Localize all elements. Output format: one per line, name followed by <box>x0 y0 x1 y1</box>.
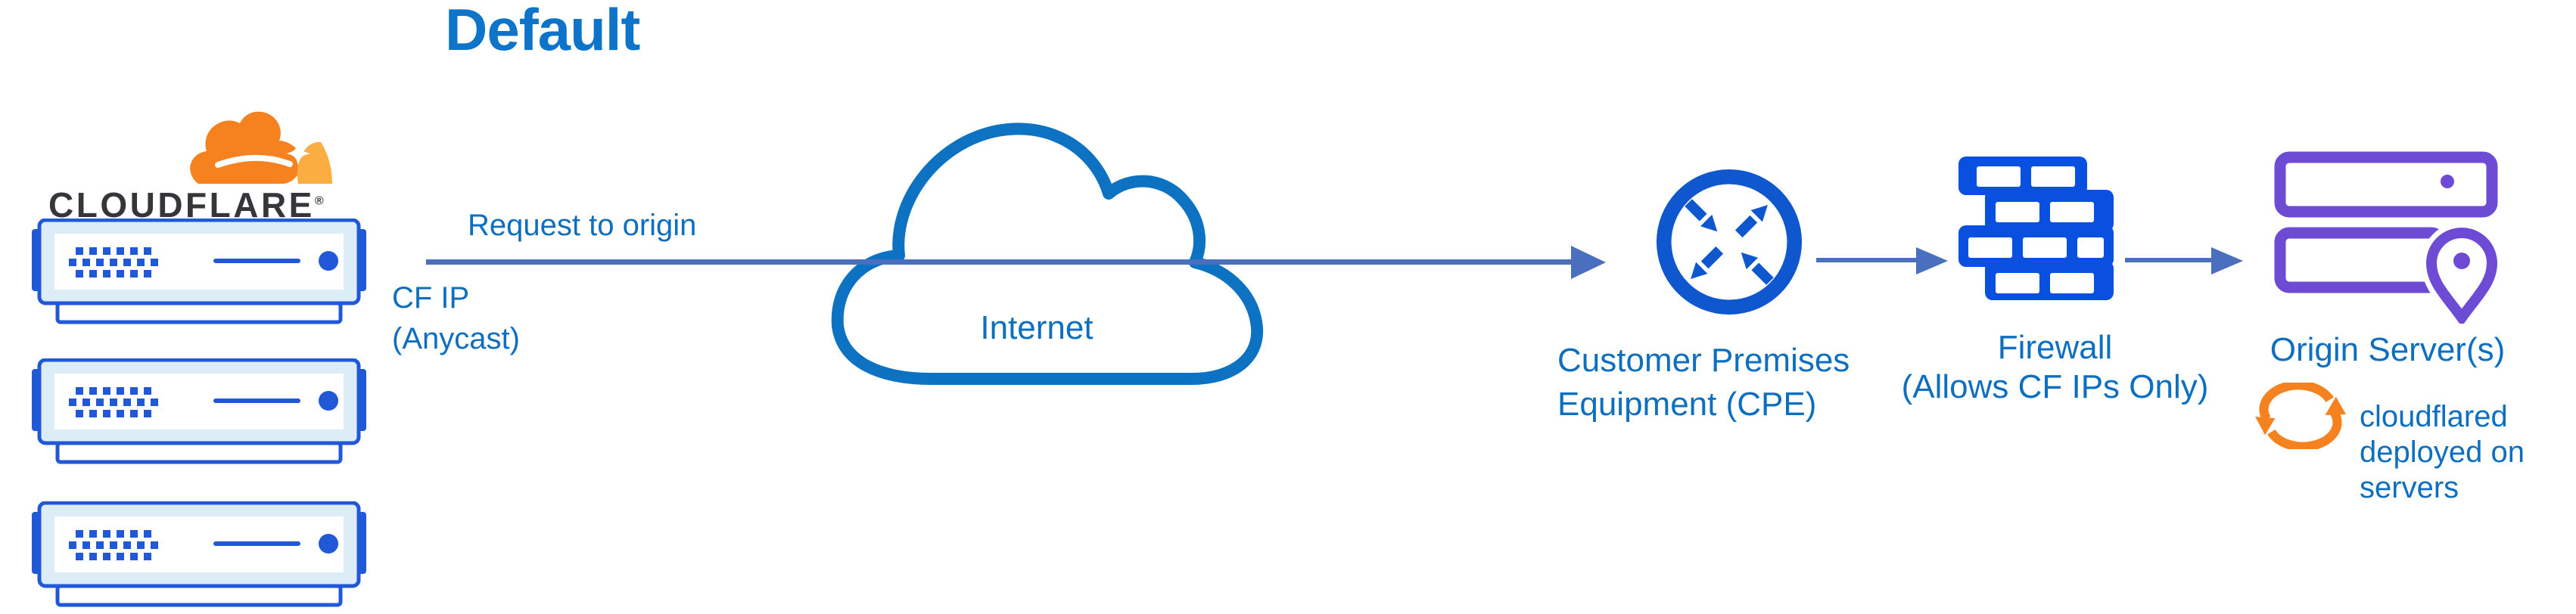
sync-left-arrowhead <box>2255 417 2276 436</box>
sync-right-arrowhead <box>2325 396 2346 415</box>
arrow-right-icon-main <box>1571 246 1606 279</box>
edge-server-icon-2 <box>32 358 366 464</box>
firewall-label-line1: Firewall <box>1997 329 2113 366</box>
cloudflared-note-line3: servers <box>2360 471 2459 504</box>
server-slot-line <box>213 259 300 263</box>
internet-label: Internet <box>980 309 1094 346</box>
origin-label: Origin Server(s) <box>2270 331 2506 368</box>
location-pin-icon <box>2425 228 2498 324</box>
cpe-label-line1: Customer Premises <box>1557 342 1850 379</box>
cloudflare-wordmark-text: CLOUDFLARE <box>48 185 315 225</box>
cloudflare-logo-dark-cloud <box>190 111 302 184</box>
firewall-to-origin-line <box>2125 258 2213 262</box>
origin-server-top <box>2274 151 2498 218</box>
server-led <box>319 251 338 271</box>
server-vent-dots <box>69 247 158 278</box>
cloudflared-note-line2: deployed on <box>2360 436 2525 469</box>
server-foot <box>55 301 343 324</box>
sync-arrows-icon <box>2255 383 2346 449</box>
cloudflare-logo-icon <box>190 111 332 184</box>
request-flow-line <box>426 259 1573 265</box>
registered-mark: ® <box>314 194 324 208</box>
cpe-router-icon <box>1656 169 1803 315</box>
firewall-brick-icon <box>1958 157 2114 300</box>
internet-cloud-icon <box>831 122 1264 385</box>
cloudflare-logo-swoosh <box>215 154 293 168</box>
request-to-origin-label: Request to origin <box>468 209 697 242</box>
sync-top-arc <box>2259 383 2334 422</box>
firewall-bricks <box>1968 166 2104 293</box>
cloudflare-logo-light-cloud <box>297 141 332 184</box>
cpe-ring <box>1656 169 1803 315</box>
origin-server-led <box>2441 175 2454 188</box>
arrow-right-icon-cpe-firewall <box>1916 247 1948 274</box>
origin-server-bottom <box>2274 227 2447 293</box>
cloudflare-wordmark: CLOUDFLARE® <box>48 185 324 225</box>
firewall-label: Firewall (Allows CF IPs Only) <box>1883 328 2227 407</box>
cloudflared-note-line1: cloudflared <box>2360 400 2508 433</box>
edge-server-icon-1 <box>32 219 366 324</box>
edge-server-icon-3 <box>32 501 366 607</box>
cf-ip-line1: CF IP <box>392 281 470 315</box>
location-pin-dot <box>2453 253 2470 269</box>
cpe-label: Customer Premises Equipment (CPE) <box>1557 339 1850 426</box>
cloudflare-logo-sparkle <box>286 141 310 166</box>
page-title: Default <box>445 0 640 63</box>
origin-server-icon <box>2274 151 2501 324</box>
cf-ip-line2: (Anycast) <box>392 322 520 355</box>
cloudflared-note: cloudflared deployed on servers <box>2360 399 2525 506</box>
firewall-label-line2: (Allows CF IPs Only) <box>1901 368 2209 405</box>
cpe-to-firewall-line <box>1816 258 1918 262</box>
sync-bottom-arc <box>2267 410 2342 449</box>
cpe-arrows <box>1685 199 1774 285</box>
cpe-label-line2: Equipment (CPE) <box>1557 386 1817 423</box>
cf-ip-anycast-label: CF IP (Anycast) <box>392 278 520 359</box>
arrow-right-icon-firewall-origin <box>2211 247 2243 274</box>
